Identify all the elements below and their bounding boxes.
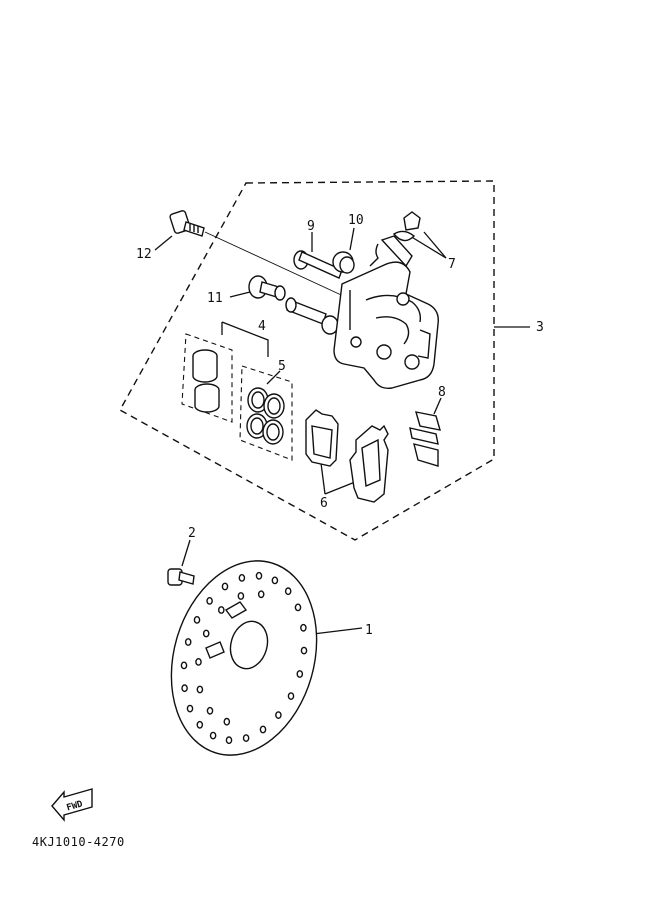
callout-3: 3 — [536, 320, 544, 335]
disc-vent-hole — [287, 692, 295, 700]
bolt-12-icon — [169, 210, 205, 237]
callout-5: 5 — [278, 359, 286, 374]
pad-spring-8-icon — [409, 411, 441, 467]
disc-vent-hole — [223, 717, 231, 726]
callout-8: 8 — [438, 385, 446, 400]
disc-vent-hole — [284, 587, 292, 596]
disc-vent-hole — [271, 576, 279, 585]
disc-vent-hole — [294, 603, 302, 612]
disc-vent-hole — [196, 685, 204, 694]
disc-vent-hole — [206, 597, 213, 605]
fwd-arrow-icon: FWD — [51, 788, 93, 822]
disc-vent-hole — [296, 670, 304, 678]
disc-vent-hole — [195, 658, 202, 666]
figure-code: 4KJ1010-4270 — [32, 835, 125, 849]
callout-4: 4 — [258, 319, 266, 334]
disc-bolt-2-icon — [167, 568, 195, 586]
callout-2: 2 — [188, 526, 196, 541]
callout-9: 9 — [307, 219, 315, 234]
bolt-11-icon — [248, 275, 286, 301]
disc-vent-hole — [275, 711, 282, 719]
caliper-assembly-boundary — [119, 180, 495, 541]
disc-vent-hole — [255, 571, 263, 580]
brake-pad-6-icons — [305, 409, 389, 503]
disc-vent-hole — [202, 629, 210, 638]
bleed-screw-7-icon — [392, 211, 421, 242]
fwd-label: FWD — [66, 799, 85, 813]
boot-10-icon — [332, 251, 355, 274]
disc-vent-hole — [257, 590, 265, 599]
disc-vent-hole — [193, 616, 201, 624]
disc-vent-hole — [217, 606, 225, 614]
callout-12: 12 — [136, 247, 152, 262]
callout-6: 6 — [320, 496, 328, 511]
callout-1: 1 — [365, 623, 373, 638]
disc-vent-hole — [196, 720, 204, 729]
caliper-body-icon — [333, 235, 439, 390]
callout-10: 10 — [348, 213, 364, 228]
disc-vent-hole — [259, 725, 267, 734]
callout-7: 7 — [448, 257, 456, 272]
sleeve-pin-icon — [285, 297, 339, 335]
piston-kit-4-icon — [181, 333, 233, 423]
disc-vent-hole — [209, 731, 217, 740]
disc-vent-hole — [206, 706, 214, 715]
disc-vent-hole — [221, 582, 229, 591]
callout-11: 11 — [207, 291, 223, 306]
disc-vent-hole — [300, 623, 307, 632]
brake-disc-1-icon — [170, 560, 318, 756]
disc-vent-hole — [225, 736, 233, 745]
disc-vent-hole — [184, 638, 192, 646]
seal-kit-5-icon — [239, 365, 293, 461]
disc-vent-hole — [180, 661, 188, 670]
slide-pin-9-icon — [293, 250, 343, 279]
disc-vent-hole — [300, 646, 308, 655]
disc-vent-hole — [237, 592, 245, 600]
disc-vent-hole — [238, 574, 246, 582]
disc-vent-hole — [181, 684, 188, 693]
disc-vent-hole — [186, 704, 194, 713]
callout-labels: 1 2 3 4 5 6 7 8 9 10 11 12 — [136, 213, 544, 638]
disc-vent-hole — [242, 734, 250, 742]
